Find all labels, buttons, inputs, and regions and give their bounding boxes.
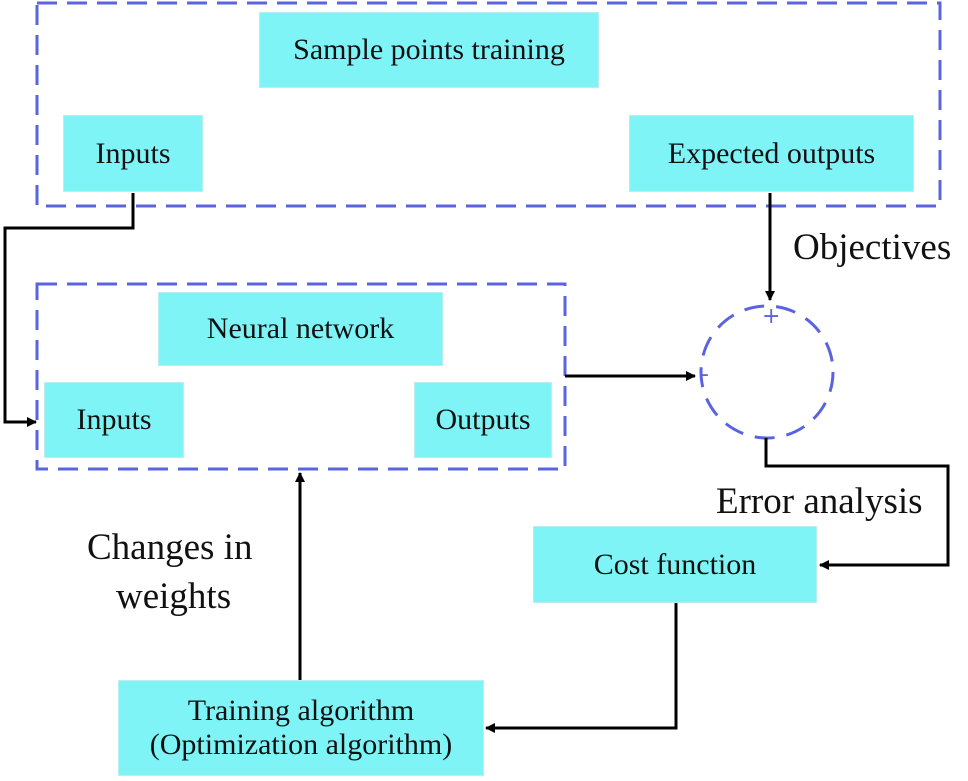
inputs-nn-label: Inputs <box>76 403 152 436</box>
neural-network-box: Neural network <box>158 292 443 366</box>
changes-in-weights-line1: Changes in <box>87 527 253 568</box>
training-algorithm-line1: Training algorithm <box>187 694 415 727</box>
changes-in-weights-line2: weights <box>116 576 232 617</box>
cost-function-box: Cost function <box>533 526 817 603</box>
expected-outputs-label: Expected outputs <box>667 136 876 170</box>
arrow-inputs-to-nn <box>3 193 135 427</box>
outputs-nn-box: Outputs <box>414 382 552 458</box>
junction-plus-sign: + <box>762 304 781 329</box>
arrow-junction-to-cost <box>764 438 950 570</box>
objectives-label: Objectives <box>793 227 952 268</box>
inputs-nn-box: Inputs <box>44 382 184 458</box>
sample-points-training-box: Sample points training <box>259 12 599 88</box>
arrow-cost-to-training <box>485 603 678 733</box>
sample-points-group <box>35 1 942 208</box>
training-algorithm-line2: (Optimization algorithm) <box>149 728 453 761</box>
neural-network-label: Neural network <box>206 312 395 345</box>
cost-function-label: Cost function <box>593 547 757 581</box>
inputs-top-label: Inputs <box>95 136 171 170</box>
error-analysis-label: Error analysis <box>716 481 923 522</box>
neural-network-group <box>35 282 567 471</box>
outputs-nn-label: Outputs <box>435 403 531 436</box>
junction-minus-sign: - <box>701 362 709 387</box>
sample-points-training-label: Sample points training <box>293 33 565 66</box>
inputs-top-box: Inputs <box>63 115 203 192</box>
training-algorithm-box: Training algorithm (Optimization algorit… <box>118 680 484 776</box>
expected-outputs-box: Expected outputs <box>629 115 914 192</box>
